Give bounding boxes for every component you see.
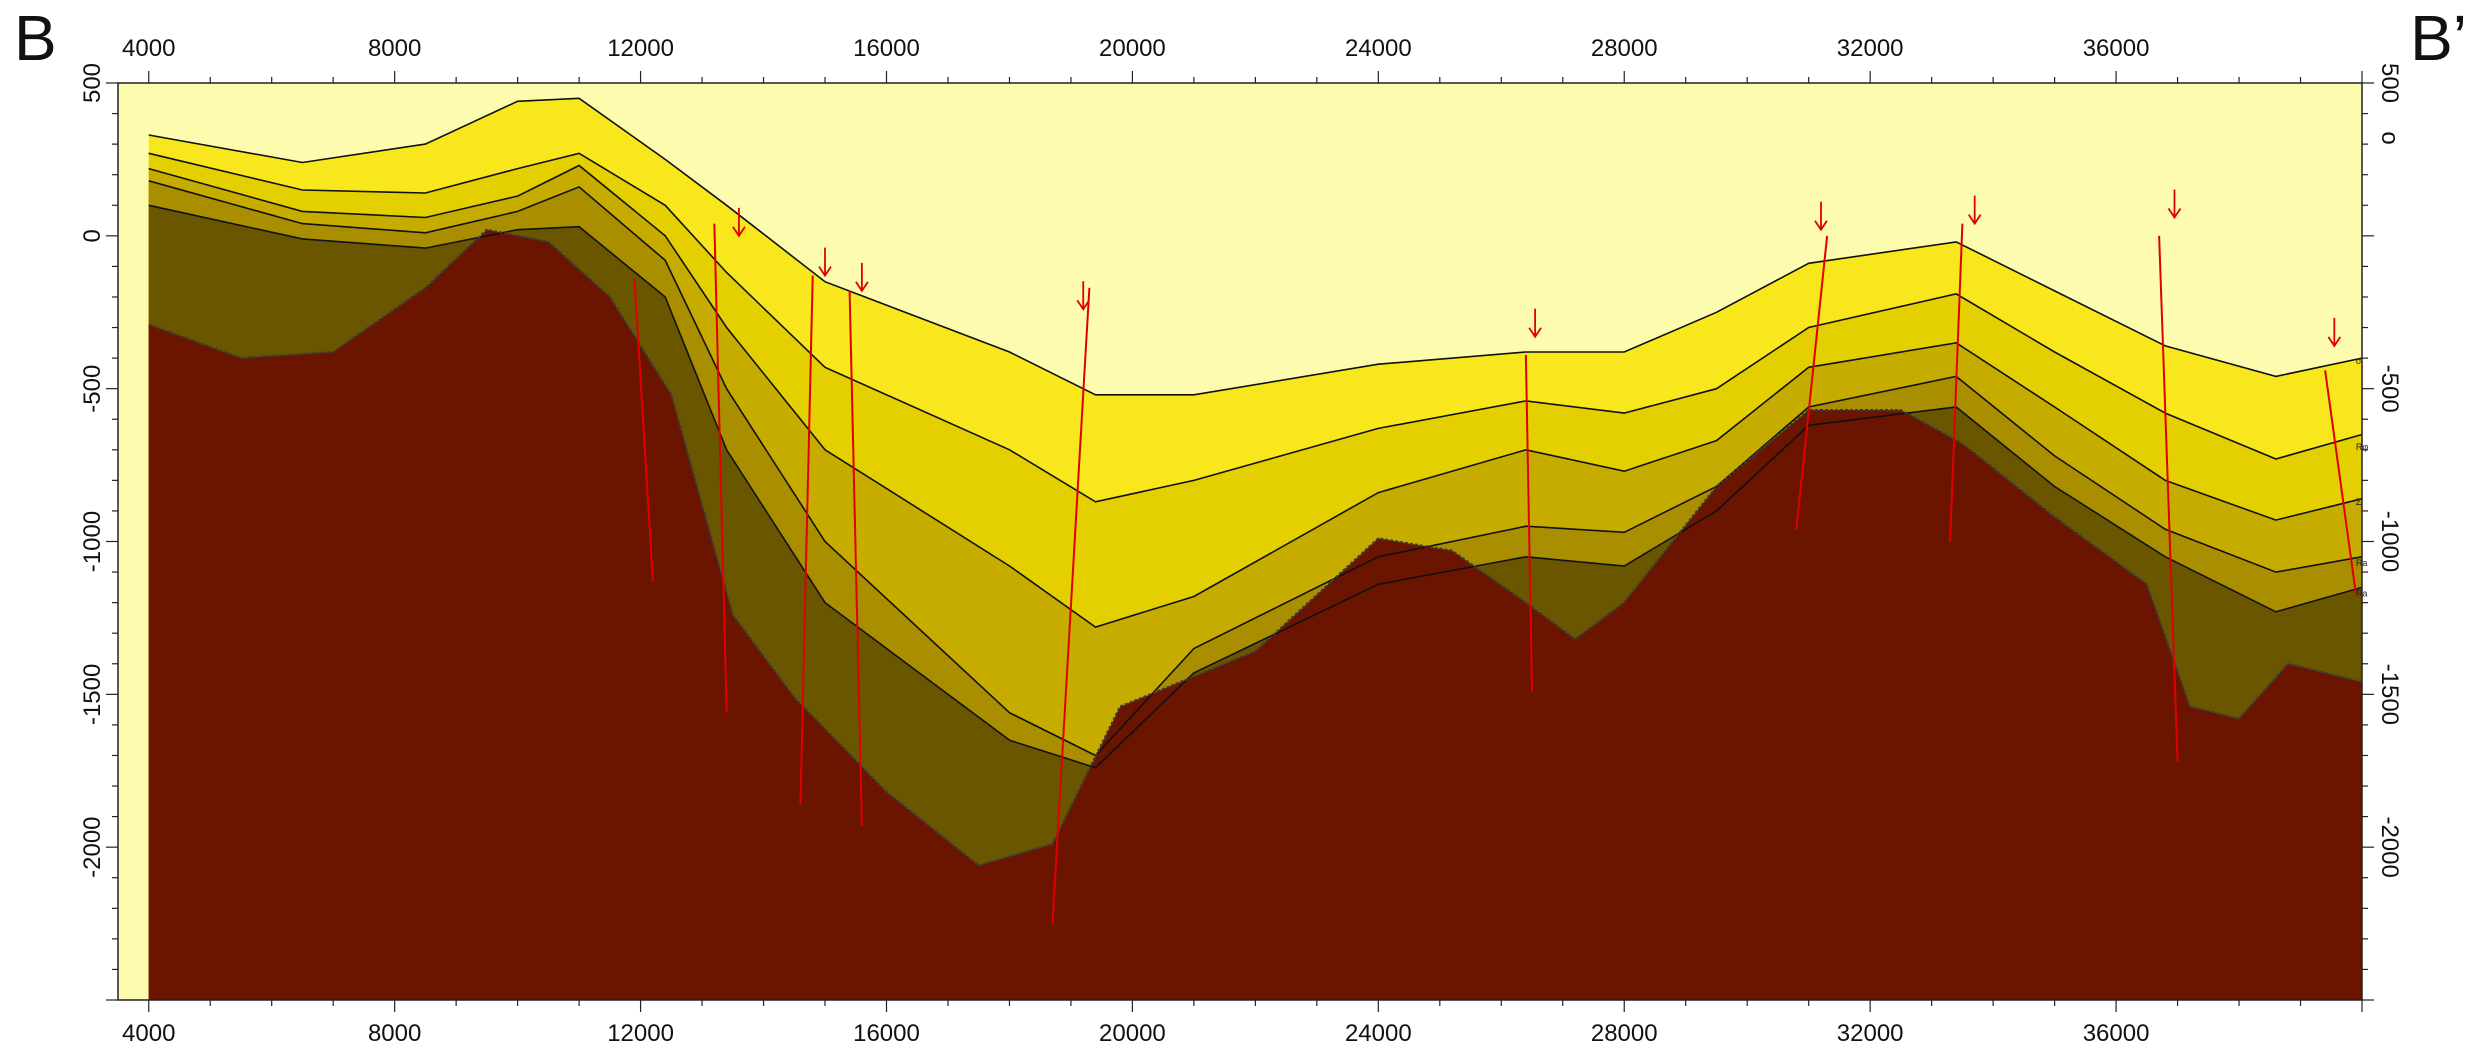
y-tick-label-left: -500 [79,365,106,413]
fault-line [1051,287,1091,924]
section-label-left: B [14,2,57,74]
x-tick-label-top: 24000 [1345,35,1412,62]
x-tick-label-top: 4000 [122,35,175,62]
fault-arrow-head [1076,299,1090,311]
fault-line [1524,355,1534,692]
x-tick-label-bottom: 8000 [368,1020,421,1047]
y-tick-label-left: -2000 [79,816,106,877]
x-tick-label-bottom: 32000 [1837,1020,1904,1047]
fault-arrow [855,262,869,293]
fault-line [1795,235,1829,530]
fault-arrow [1967,195,1982,226]
fault-arrow-head [1967,214,1982,226]
fault-arrow-head [1528,327,1542,339]
basement-fill [148,229,2363,1000]
x-tick-label-top: 32000 [1837,35,1904,62]
x-tick-label-top: 20000 [1099,35,1166,62]
fault-arrow [732,207,746,238]
fault-arrow [1528,308,1542,339]
x-tick-label-bottom: 20000 [1099,1020,1166,1047]
fault-arrow [1814,201,1828,232]
y-tick-label-left: -1000 [79,511,106,572]
fault-arrow [818,247,832,278]
y-tick-label-right: -2000 [2376,816,2403,877]
fault-line [633,278,654,582]
axes: 4000 4000 8000 8000 12000 12000 16000 16000 2000… [79,35,2403,1047]
fault-line [2324,370,2357,594]
x-tick-label-bottom: 4000 [122,1020,175,1047]
fault-line [1949,223,1964,542]
fault-line [799,275,814,805]
y-tick-label-left: 0 [79,229,106,242]
fault-arrow-head [818,266,832,278]
basement-top-line [148,228,2363,867]
fault-line [848,290,863,826]
x-tick-label-top: 12000 [607,35,674,62]
section-label-right: B’ [2410,2,2467,74]
x-tick-label-top: 16000 [853,35,920,62]
horizon-line-5 [148,204,2363,769]
x-tick-label-bottom: 36000 [2083,1020,2150,1047]
horizon-line-4 [148,180,2363,757]
fault-arrow [2327,317,2342,348]
fault-arrow-head [732,226,746,238]
y-tick-label-right: -500 [2376,365,2403,413]
y-unit-label-right: o [2376,131,2403,144]
fault-arrow [1076,281,1090,311]
y-tick-label-right: -1500 [2376,664,2403,725]
fault-arrow-head [2167,207,2182,220]
y-tick-label-right: 500 [2376,63,2403,103]
fault-arrow-head [855,281,869,293]
x-tick-label-top: 28000 [1591,35,1658,62]
horizon-line-2 [148,152,2363,503]
fault-arrow [2167,189,2182,220]
horizon-label: Z [2356,497,2362,507]
x-tick-label-top: 36000 [2083,35,2150,62]
y-tick-label-right: -1000 [2376,511,2403,572]
horizon-line-3 [148,164,2363,628]
x-tick-label-bottom: 12000 [607,1020,674,1047]
fault-arrow-head [1814,220,1828,232]
y-tick-label-left: 500 [79,63,106,103]
fault-lines [633,189,2357,924]
y-tick-label-left: -1500 [79,664,106,725]
x-tick-label-bottom: 24000 [1345,1020,1412,1047]
fault-line [2158,235,2179,762]
x-tick-label-bottom: 16000 [853,1020,920,1047]
x-tick-label-top: 8000 [368,35,421,62]
x-tick-label-bottom: 28000 [1591,1020,1658,1047]
horizon-line-1 [148,97,2363,396]
fault-arrow-head [2327,336,2342,348]
fault-line [713,223,728,713]
horizon-label: σ [2356,356,2362,366]
